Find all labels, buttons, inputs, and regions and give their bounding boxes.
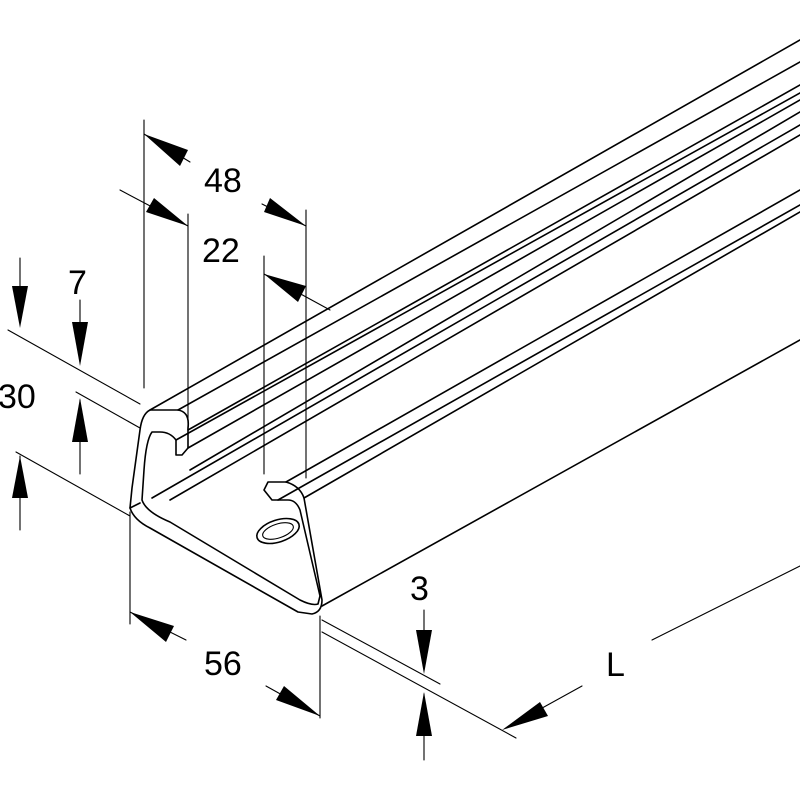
arrow: [12, 456, 28, 498]
arrow: [72, 322, 88, 366]
edge-base-left: [129, 502, 141, 509]
dim-7-label: 7: [68, 264, 87, 302]
edge-channel-inner: [189, 111, 800, 471]
edge-left-lip-front: [187, 84, 800, 431]
extension-line: [7, 329, 141, 405]
edge-left-lip-top: [177, 61, 800, 411]
edge-left-lip-outer: [149, 39, 800, 411]
extension-line: [321, 631, 517, 739]
dim-3: 3: [321, 570, 517, 761]
mounting-hole-inner: [262, 522, 294, 540]
dim-30: 30: [0, 257, 131, 531]
dim-L: L: [502, 565, 800, 730]
arrow: [144, 134, 188, 166]
dim-56-label: 56: [204, 645, 242, 683]
edge-right-lip-inner: [277, 204, 800, 501]
arrow: [12, 286, 28, 328]
mounting-hole: [256, 517, 300, 545]
edge-channel-wall: [151, 124, 800, 499]
arrow: [264, 274, 306, 302]
arrow: [416, 630, 432, 674]
arrow: [276, 686, 320, 716]
rail-body: [129, 39, 800, 615]
arrow: [264, 198, 306, 226]
edge-right-lip-front: [303, 211, 800, 499]
dim-22-label: 22: [202, 232, 240, 270]
arrow: [130, 612, 174, 642]
edge-left-lip-inner: [175, 92, 800, 441]
edge-left-lip-under: [187, 99, 800, 449]
dim-30-label: 30: [0, 378, 36, 416]
edge-base-right: [321, 339, 800, 607]
dim-48: 48: [143, 119, 307, 479]
arrow: [502, 702, 548, 730]
dim-48-label: 48: [204, 162, 242, 200]
dim-7: 7: [7, 264, 141, 475]
extension-line: [651, 565, 800, 641]
extension-line: [321, 619, 441, 685]
arrow: [146, 198, 188, 226]
extension-line: [15, 451, 131, 517]
dim-L-label: L: [606, 646, 625, 684]
dim-22: 22: [119, 189, 331, 475]
dim-3-label: 3: [410, 570, 429, 608]
extension-line: [75, 391, 141, 429]
edge-right-lip-top: [285, 189, 800, 483]
edge-channel-floor: [169, 134, 800, 501]
profile-cross-section: [129, 409, 323, 615]
dim-56: 56: [129, 511, 321, 719]
arrow: [416, 692, 432, 736]
arrow: [72, 398, 88, 442]
